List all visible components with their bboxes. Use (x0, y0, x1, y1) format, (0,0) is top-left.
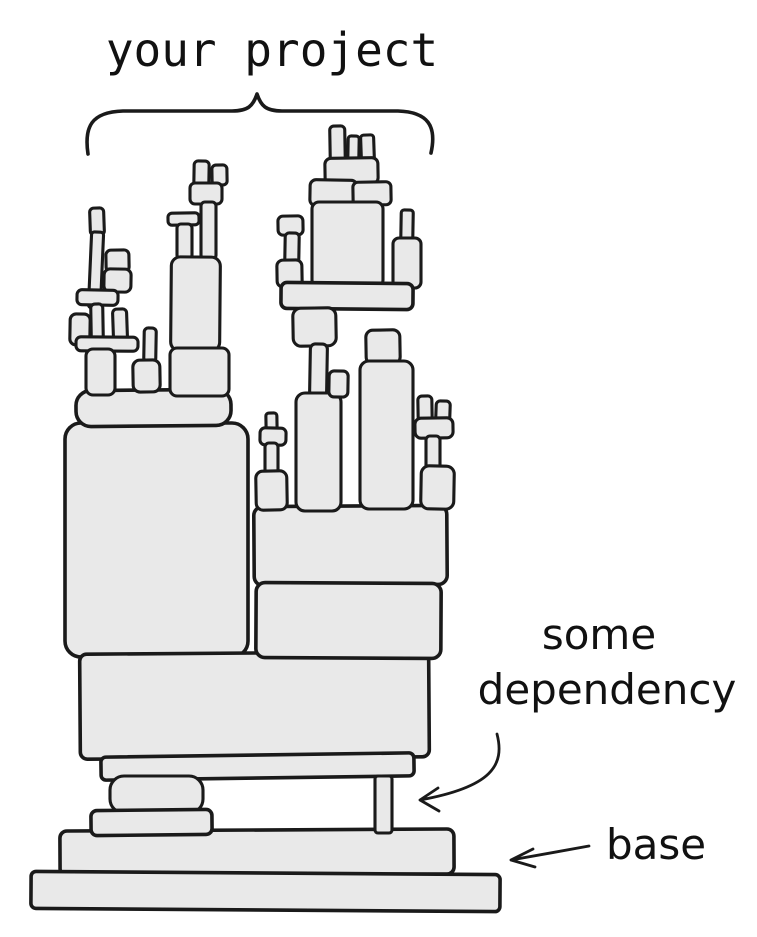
dependency-label-line2: dependency (478, 665, 737, 714)
stick (199, 200, 218, 261)
pedestal-top (108, 774, 205, 815)
block (364, 328, 402, 366)
dependency-arrow (418, 732, 501, 813)
base-label: base (606, 820, 706, 869)
column (169, 255, 222, 353)
block-group (29, 124, 502, 914)
dependency-stick (373, 774, 394, 835)
large-block-left (63, 421, 250, 659)
tower-block (310, 200, 385, 289)
small-block (131, 358, 162, 394)
stick (142, 326, 158, 364)
stick (308, 342, 329, 398)
pedestal-bottom (89, 807, 214, 838)
wide-block-lower (254, 580, 443, 661)
wide-plank (279, 280, 415, 312)
stick (175, 222, 194, 261)
thin-plank (99, 751, 416, 782)
dependency-label-line1: some (542, 610, 656, 659)
project-brace (85, 92, 435, 156)
thin-block (111, 307, 129, 342)
wide-block-upper (251, 503, 450, 588)
column (294, 391, 343, 513)
platform-block (77, 650, 432, 761)
stick (89, 302, 105, 342)
block (291, 306, 338, 348)
block (391, 236, 423, 290)
block (254, 469, 289, 512)
block (168, 346, 231, 398)
stick (424, 434, 442, 471)
block (419, 464, 456, 511)
project-label: your project (106, 23, 438, 77)
small-cap (327, 369, 350, 399)
ground-slab (29, 869, 502, 914)
tall-column (358, 359, 415, 511)
base-arrow (509, 844, 591, 869)
column (84, 347, 117, 397)
